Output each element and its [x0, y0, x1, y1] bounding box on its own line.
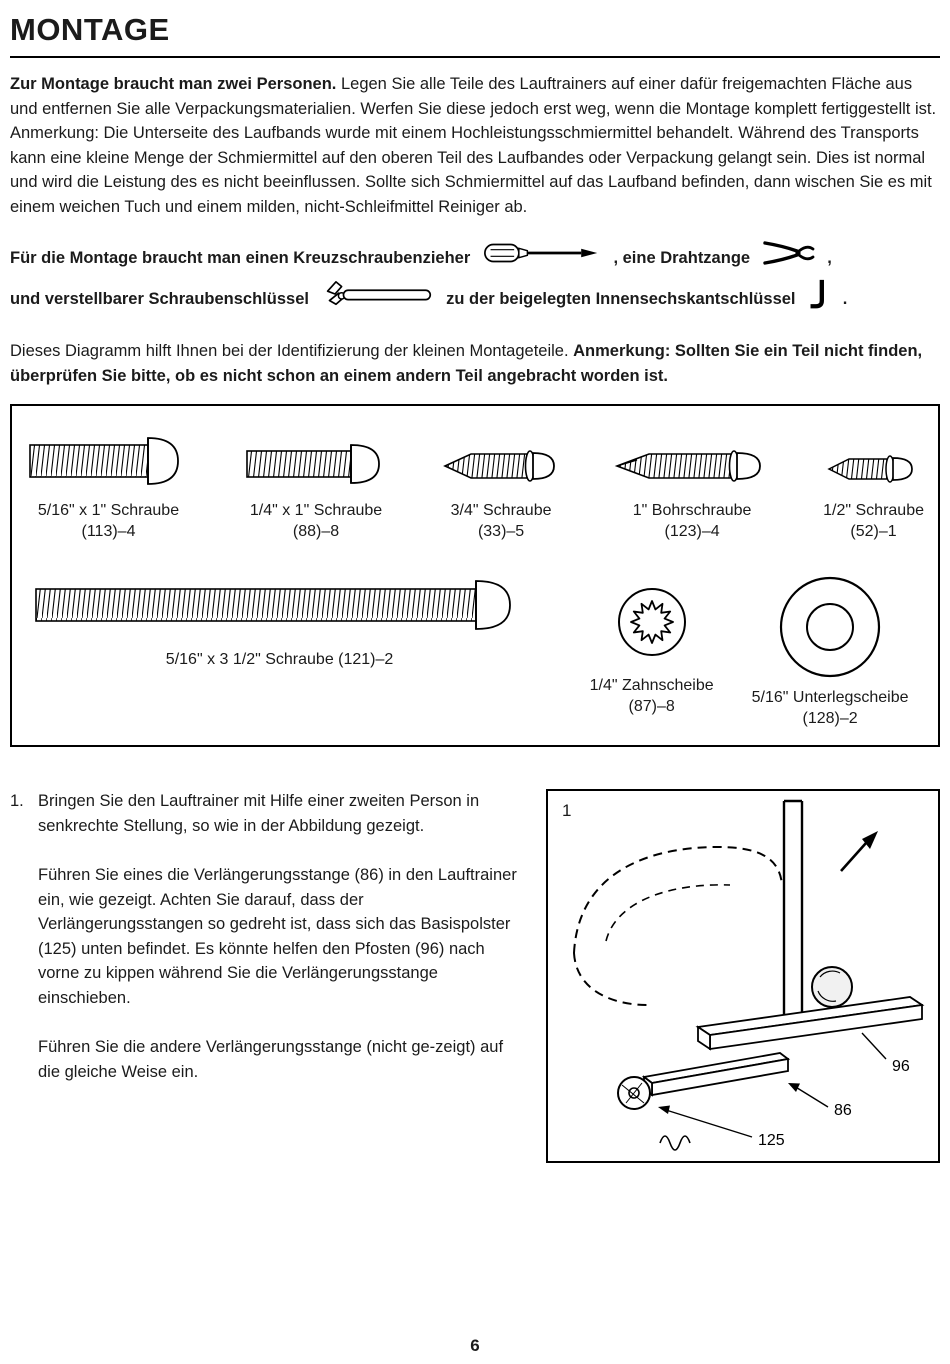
page-number: 6 [470, 1336, 480, 1355]
tools-segment-1: Für die Montage braucht man einen Kreuzs… [10, 248, 471, 267]
hardware-label: 1/4" Zahnscheibe [589, 677, 714, 694]
tools-segment-6: . [842, 289, 848, 308]
hardware-item-121: 5/16" x 3 1/2" Schraube (121)–2 [26, 574, 533, 670]
figure-number: 1 [562, 801, 572, 820]
hardware-item-123: 1" Bohrschraube (123)–4 [613, 442, 771, 542]
step-1-text: 1. Bringen Sie den Lauftrainer mit Hilfe… [10, 789, 518, 1163]
step-1: 1. Bringen Sie den Lauftrainer mit Hilfe… [10, 789, 518, 1109]
tools-segment-4: und verstellbarer Schraubenschlüssel [10, 289, 309, 308]
tools-segment-3: , [827, 248, 832, 267]
hardware-code: (123)–4 [664, 523, 720, 540]
hardware-code: (33)–5 [477, 523, 525, 540]
step-body: Bringen Sie den Lauftrainer mit Hilfe ei… [38, 789, 518, 1109]
tools-segment-2: , eine Drahtzange [613, 248, 751, 267]
diagram-note-normal: Dieses Diagramm hilft Ihnen bei der Iden… [10, 342, 574, 360]
hardware-row-2: 5/16" x 3 1/2" Schraube (121)–2 1/4" Zah… [26, 574, 924, 729]
hardware-code: (87)–8 [628, 698, 675, 715]
step-number: 1. [10, 792, 24, 810]
hardware-label: 5/16" x 3 1/2" Schraube (121)–2 [165, 651, 394, 668]
hardware-item-113: 5/16" x 1" Schraube (113)–4 [26, 432, 191, 542]
hardware-code: (52)–1 [850, 523, 897, 540]
long-screw-121-icon [34, 580, 511, 630]
machine-screw-88-icon [246, 444, 380, 484]
screwdriver-icon [483, 241, 601, 276]
hardware-item-52: 1/2" Schraube (52)–1 [823, 448, 924, 542]
allen-key-icon [808, 278, 830, 321]
hardware-code: (113)–4 [81, 523, 136, 540]
step-paragraph-2: Führen Sie eines die Verlängerungsstange… [38, 866, 517, 1007]
intro-text: Legen Sie alle Teile des Lauftrainers au… [10, 75, 937, 216]
hardware-code: (88)–8 [292, 523, 340, 540]
hardware-diagram-box: 5/16" x 1" Schraube (113)–4 1/4" x 1" Sc… [10, 404, 940, 747]
diagram-note-bold: Anmerkung: Sollten Sie ein Teil nicht fi… [10, 342, 923, 385]
tools-segment-5: zu der beigelegten Innensechskantschlüss… [446, 289, 796, 308]
tooth-washer-icon [617, 588, 686, 656]
tapping-screw-33-icon [443, 450, 555, 482]
step-paragraph-1: Bringen Sie den Lauftrainer mit Hilfe ei… [38, 792, 480, 835]
title-divider [10, 56, 940, 58]
hardware-item-128: 5/16" Unterlegscheibe (128)–2 [736, 574, 924, 729]
flat-washer-icon [779, 576, 881, 678]
hardware-row-1: 5/16" x 1" Schraube (113)–4 1/4" x 1" Sc… [26, 432, 924, 542]
step-1-section: 1. Bringen Sie den Lauftrainer mit Hilfe… [10, 789, 940, 1163]
hardware-item-87: 1/4" Zahnscheibe (87)–8 [567, 574, 736, 717]
hardware-label: 1/2" Schraube [823, 502, 924, 519]
wrench-icon [322, 279, 434, 320]
hardware-label: 1/4" x 1" Schraube [249, 502, 383, 519]
hardware-label: 1" Bohrschraube [632, 502, 752, 519]
hardware-code: (128)–2 [802, 710, 858, 727]
diagram-note-paragraph: Dieses Diagramm hilft Ihnen bei der Iden… [10, 339, 940, 388]
hardware-item-33: 3/4" Schraube (33)–5 [441, 442, 561, 542]
hardware-item-88: 1/4" x 1" Schraube (88)–8 [243, 438, 389, 542]
intro-lead: Zur Montage braucht man zwei Personen. [10, 75, 337, 93]
intro-paragraph: Zur Montage braucht man zwei Personen. L… [10, 72, 940, 219]
step-1-figure: 1 [546, 789, 940, 1163]
figure-label-96: 96 [892, 1058, 910, 1075]
hardware-label: 3/4" Schraube [450, 502, 552, 519]
figure-label-86: 86 [834, 1102, 852, 1119]
hardware-label: 5/16" Unterlegscheibe [751, 689, 909, 706]
hardware-label: 5/16" x 1" Schraube [37, 502, 180, 519]
step-paragraph-3: Führen Sie die andere Verlängerungsstang… [38, 1038, 504, 1081]
treadmill-assembly-illustration: 96 86 125 [573, 799, 925, 1151]
tools-paragraph: Für die Montage braucht man einen Kreuzs… [10, 239, 940, 321]
tapping-screw-52-icon [826, 455, 913, 483]
figure-label-125: 125 [758, 1132, 785, 1149]
drill-screw-123-icon [614, 450, 761, 482]
machine-screw-113-icon [29, 437, 179, 485]
page-title: MONTAGE [10, 12, 170, 47]
pliers-icon [762, 239, 815, 278]
